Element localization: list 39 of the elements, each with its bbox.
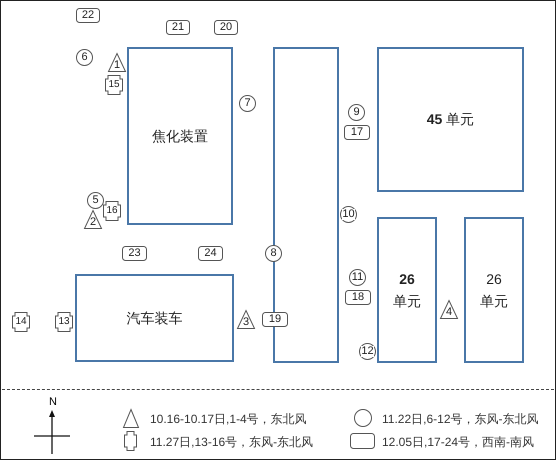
triangle-sampling-marker: 2 xyxy=(84,210,102,229)
building-label: 26 单元 xyxy=(392,270,422,311)
building-label: 45 单元 xyxy=(426,110,474,130)
rounded-sampling-marker: 19 xyxy=(262,312,288,327)
legend-text: 11.27日,13-16号，东风-东北风 xyxy=(150,434,314,451)
building-outline xyxy=(377,217,437,363)
cross-sampling-marker: 13 xyxy=(55,312,73,332)
circle-sampling-marker: 10 xyxy=(340,206,357,223)
building-outline xyxy=(75,274,234,362)
circle-sampling-marker: 6 xyxy=(76,49,93,66)
legend-text: 10.16-10.17日,1-4号，东北风 xyxy=(150,411,307,428)
building-label: 汽车装车 xyxy=(126,308,182,328)
circle-sampling-marker: 7 xyxy=(239,95,256,112)
legend-text: 12.05日,17-24号，西南-南风 xyxy=(382,434,534,451)
rounded-sampling-marker: 23 xyxy=(122,246,147,261)
rounded-sampling-marker: 22 xyxy=(76,8,100,23)
triangle-sampling-marker: 3 xyxy=(237,310,255,329)
circle-sampling-marker: 11 xyxy=(349,269,366,286)
cross-sampling-marker: 15 xyxy=(105,75,123,95)
circle-sampling-marker: 5 xyxy=(87,192,104,209)
circle-sampling-marker: 9 xyxy=(348,104,365,121)
rounded-sampling-marker: 21 xyxy=(166,20,190,35)
cross-sampling-marker: 14 xyxy=(12,312,30,332)
building-label: 焦化装置 xyxy=(152,126,208,146)
building-label: 26 单元 xyxy=(478,270,509,311)
building-outline xyxy=(127,47,233,225)
rounded-sampling-marker: 20 xyxy=(214,20,238,35)
north-label: N xyxy=(49,396,57,408)
triangle-sampling-marker: 4 xyxy=(440,300,458,319)
rounded-sampling-marker: 17 xyxy=(344,125,370,140)
building-outline xyxy=(464,217,524,363)
triangle-sampling-marker: 1 xyxy=(108,53,126,72)
building-outline xyxy=(377,47,524,192)
rounded-sampling-marker: 18 xyxy=(345,290,371,305)
cross-sampling-marker: 16 xyxy=(103,201,121,221)
circle-sampling-marker: 8 xyxy=(265,245,282,262)
legend-text: 11.22日,6-12号，东风-东北风 xyxy=(382,411,538,428)
rounded-sampling-marker: 24 xyxy=(198,246,223,261)
circle-sampling-marker: 12 xyxy=(359,343,376,360)
